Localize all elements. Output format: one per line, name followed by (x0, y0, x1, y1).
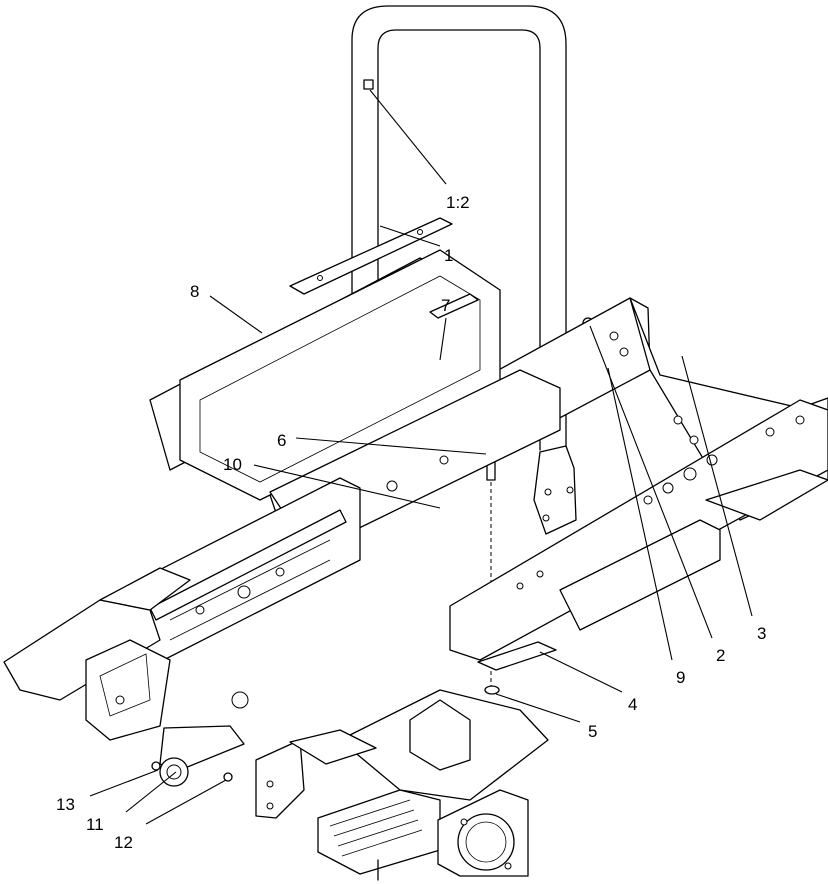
callout-labels: 1:2 1 7 6 10 8 3 2 9 4 5 13 11 12 (56, 193, 766, 852)
main-frame (3, 217, 828, 881)
callout-10: 10 (223, 455, 242, 474)
callout-1: 1 (444, 246, 453, 265)
callout-4: 4 (628, 695, 637, 714)
callout-5: 5 (588, 722, 597, 741)
callout-11: 11 (86, 815, 104, 834)
callout-13: 13 (56, 795, 75, 814)
leader-lines (89, 89, 753, 825)
callout-9: 9 (676, 668, 685, 687)
callout-1-2: 1:2 (446, 193, 470, 212)
callout-2: 2 (716, 646, 725, 665)
callout-12: 12 (114, 833, 133, 852)
callout-8: 8 (190, 282, 199, 301)
callout-7: 7 (441, 296, 450, 315)
callout-3: 3 (757, 624, 766, 643)
callout-6: 6 (277, 431, 286, 450)
